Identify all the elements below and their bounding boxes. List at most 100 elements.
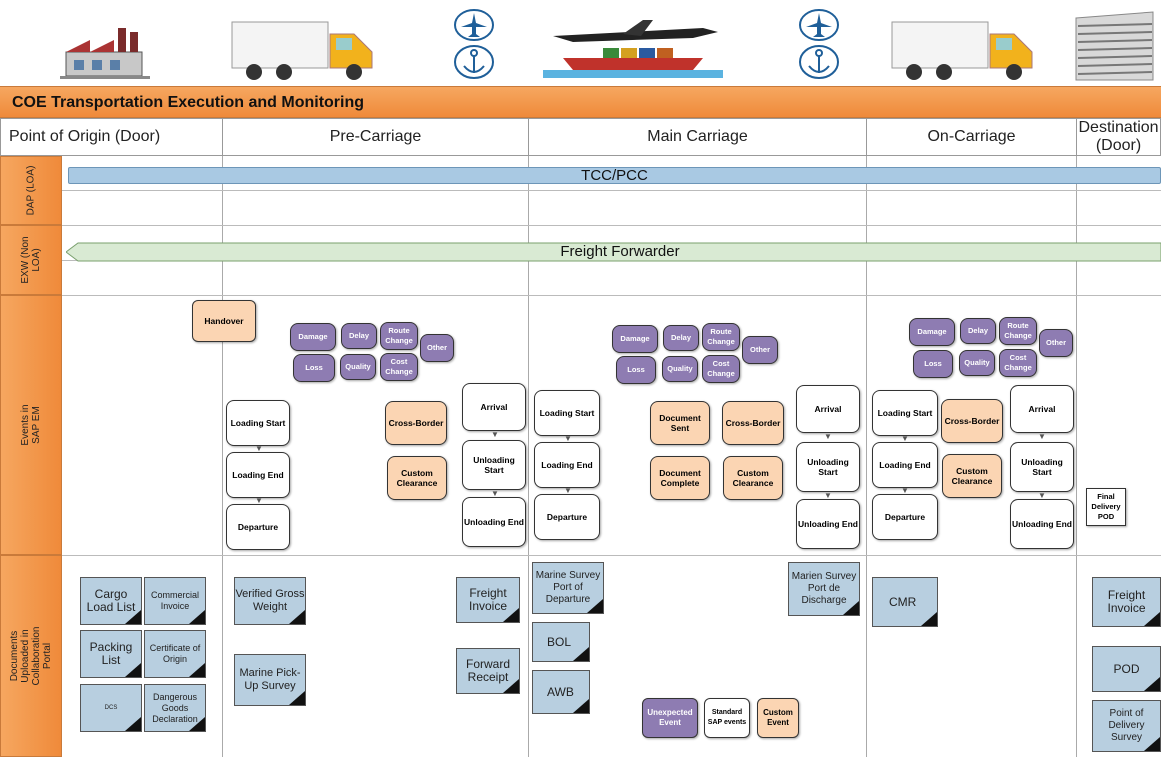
event-loading-start[interactable]: Loading Start (534, 390, 600, 436)
event-delay[interactable]: Delay (341, 323, 377, 349)
arrow-down-icon: ▼ (564, 486, 572, 495)
doc-freight-invoice[interactable]: Freight Invoice (456, 577, 520, 623)
legend-unexpected-event: Unexpected Event (642, 698, 698, 738)
doc-cmr[interactable]: CMR (872, 577, 938, 627)
event-loading-start[interactable]: Loading Start (226, 400, 290, 446)
event-cross-border[interactable]: Cross-Border (385, 401, 447, 445)
event-unloading-start[interactable]: Unloading Start (462, 440, 526, 490)
phase-dest-label: Destination (Door) (1078, 119, 1159, 154)
event-other[interactable]: Other (420, 334, 454, 362)
event-unloading-start[interactable]: Unloading Start (1010, 442, 1074, 492)
event-cost-change[interactable]: Cost Change (702, 355, 740, 383)
event-quality[interactable]: Quality (662, 356, 698, 382)
doc-freight-invoice-destination[interactable]: Freight Invoice (1092, 577, 1161, 627)
doc-certificate-of-origin[interactable]: Certificate of Origin (144, 630, 206, 678)
event-final-delivery-pod[interactable]: Final Delivery POD (1086, 488, 1126, 526)
factory-icon (60, 22, 150, 80)
arrow-down-icon: ▼ (824, 491, 832, 500)
event-unloading-end[interactable]: Unloading End (1010, 499, 1074, 549)
event-route-change[interactable]: Route Change (999, 317, 1037, 345)
arrow-down-icon: ▼ (1038, 491, 1046, 500)
row-label-dap: DAP (LOA) (0, 156, 62, 225)
truck-icon (890, 18, 1040, 82)
doc-forward-receipt[interactable]: Forward Receipt (456, 648, 520, 694)
row-label-docs-text: Documents Uploaded in Collaboration Port… (9, 626, 53, 686)
doc-verified-gross-weight[interactable]: Verified Gross Weight (234, 577, 306, 625)
event-cost-change[interactable]: Cost Change (380, 353, 418, 381)
doc-dangerous-goods[interactable]: Dangerous Goods Declaration (144, 684, 206, 732)
event-quality[interactable]: Quality (959, 350, 995, 376)
legend-custom-event: Custom Event (757, 698, 799, 738)
phase-origin: Point of Origin (Door) (0, 118, 223, 156)
doc-point-of-delivery-survey[interactable]: Point of Delivery Survey (1092, 700, 1161, 752)
event-custom-clearance[interactable]: Custom Clearance (723, 456, 783, 500)
event-handover[interactable]: Handover (192, 300, 256, 342)
event-departure[interactable]: Departure (872, 494, 938, 540)
phase-main-label: Main Carriage (647, 128, 748, 145)
divider (62, 190, 1161, 191)
event-delay[interactable]: Delay (960, 318, 996, 344)
row-label-docs: Documents Uploaded in Collaboration Port… (0, 555, 62, 757)
event-departure[interactable]: Departure (534, 494, 600, 540)
airplane-icon (798, 8, 840, 42)
event-loss[interactable]: Loss (616, 356, 656, 384)
page-title: COE Transportation Execution and Monitor… (0, 86, 1161, 118)
arrow-down-icon: ▼ (901, 486, 909, 495)
phase-on-carriage: On-Carriage (866, 118, 1077, 156)
doc-cargo-load-list[interactable]: Cargo Load List (80, 577, 142, 625)
doc-dcs[interactable]: DCS (80, 684, 142, 732)
event-cost-change[interactable]: Cost Change (999, 349, 1037, 377)
doc-marine-survey-departure[interactable]: Marine Survey Port of Departure (532, 562, 604, 614)
event-loss[interactable]: Loss (913, 350, 953, 378)
building-icon (1068, 10, 1161, 82)
event-damage[interactable]: Damage (612, 325, 658, 353)
event-unloading-end[interactable]: Unloading End (462, 497, 526, 547)
event-route-change[interactable]: Route Change (702, 323, 740, 351)
doc-awb[interactable]: AWB (532, 670, 590, 714)
event-loading-end[interactable]: Loading End (226, 452, 290, 498)
event-cross-border[interactable]: Cross-Border (722, 401, 784, 445)
event-route-change[interactable]: Route Change (380, 322, 418, 350)
doc-pod[interactable]: POD (1092, 646, 1161, 692)
row-label-exw-text: EXW (Non LOA) (20, 236, 42, 284)
doc-bol[interactable]: BOL (532, 622, 590, 662)
event-loading-end[interactable]: Loading End (872, 442, 938, 488)
doc-marine-pickup-survey[interactable]: Marine Pick-Up Survey (234, 654, 306, 706)
event-damage[interactable]: Damage (909, 318, 955, 346)
event-other[interactable]: Other (742, 336, 778, 364)
divider (62, 295, 1161, 296)
event-loading-end[interactable]: Loading End (534, 442, 600, 488)
arrow-down-icon: ▼ (491, 489, 499, 498)
event-loading-start[interactable]: Loading Start (872, 390, 938, 436)
event-unloading-start[interactable]: Unloading Start (796, 442, 860, 492)
event-custom-clearance[interactable]: Custom Clearance (387, 456, 447, 500)
event-damage[interactable]: Damage (290, 323, 336, 351)
phase-origin-label: Point of Origin (Door) (9, 128, 161, 145)
divider (866, 156, 867, 757)
event-document-sent[interactable]: Document Sent (650, 401, 710, 445)
event-other[interactable]: Other (1039, 329, 1073, 357)
divider (1076, 156, 1077, 757)
event-cross-border[interactable]: Cross-Border (941, 399, 1003, 443)
doc-packing-list[interactable]: Packing List (80, 630, 142, 678)
event-arrival[interactable]: Arrival (462, 383, 526, 431)
divider (528, 156, 529, 757)
event-delay[interactable]: Delay (663, 325, 699, 351)
event-loss[interactable]: Loss (293, 354, 335, 382)
legend-standard-sap-events: Standard SAP events (704, 698, 750, 738)
doc-commercial-invoice[interactable]: Commercial Invoice (144, 577, 206, 625)
event-departure[interactable]: Departure (226, 504, 290, 550)
arrow-down-icon: ▼ (1038, 432, 1046, 441)
phase-pre-carriage: Pre-Carriage (222, 118, 529, 156)
arrow-down-icon: ▼ (901, 434, 909, 443)
event-quality[interactable]: Quality (340, 354, 376, 380)
event-custom-clearance[interactable]: Custom Clearance (942, 454, 1002, 498)
doc-marien-survey-discharge[interactable]: Marien Survey Port de Discharge (788, 562, 860, 616)
divider (62, 555, 1161, 556)
event-arrival[interactable]: Arrival (796, 385, 860, 433)
event-document-complete[interactable]: Document Complete (650, 456, 710, 500)
event-arrival[interactable]: Arrival (1010, 385, 1074, 433)
row-label-exw: EXW (Non LOA) (0, 225, 62, 295)
phase-pre-label: Pre-Carriage (329, 128, 422, 145)
event-unloading-end[interactable]: Unloading End (796, 499, 860, 549)
